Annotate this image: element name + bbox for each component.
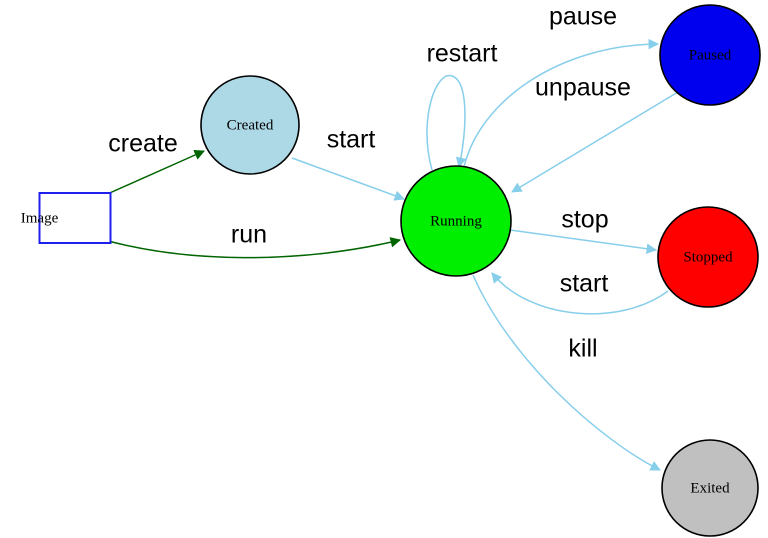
- node-image[interactable]: Image: [21, 192, 112, 244]
- node-exited-shape: [661, 439, 759, 537]
- edge-pause-path: [463, 38, 660, 168]
- edge-restart[interactable]: restart: [426, 40, 498, 171]
- edge-start-stopped-path: [491, 272, 669, 315]
- edge-unpause-path: [511, 91, 679, 193]
- edge-restart-label: restart: [427, 40, 498, 68]
- node-image-shape: [38, 192, 112, 244]
- edge-pause-label: pause: [549, 3, 617, 31]
- edge-run-path: [75, 230, 402, 259]
- edge-unpause[interactable]: unpause: [511, 74, 679, 193]
- edge-start-created[interactable]: start: [291, 126, 405, 201]
- edge-stop-label: stop: [561, 206, 608, 234]
- edge-kill[interactable]: kill: [472, 274, 661, 471]
- edge-restart-path: [426, 74, 467, 171]
- edge-create-label: create: [108, 130, 177, 158]
- node-created[interactable]: Created: [200, 75, 300, 175]
- edge-start-created-label: start: [327, 126, 376, 154]
- edge-pause[interactable]: pause: [463, 3, 660, 168]
- nodes-layer: Image Created Running Paused Stopped Exi: [21, 4, 761, 537]
- edge-unpause-label: unpause: [535, 74, 631, 102]
- edge-kill-label: kill: [568, 335, 597, 363]
- node-stopped-shape: [657, 206, 759, 308]
- edges-layer: create run start restart pause unpause: [75, 3, 679, 471]
- edge-stop[interactable]: stop: [509, 206, 658, 254]
- edge-stop-path: [509, 229, 658, 254]
- edge-start-stopped-label: start: [560, 270, 609, 298]
- node-stopped[interactable]: Stopped: [657, 206, 759, 308]
- edge-start-created-path: [291, 157, 405, 201]
- node-exited[interactable]: Exited: [661, 439, 759, 537]
- edge-run-label: run: [231, 221, 267, 249]
- edge-run[interactable]: run: [75, 221, 402, 259]
- node-running-shape: [400, 165, 512, 277]
- edge-kill-path: [472, 274, 661, 471]
- edge-start-stopped[interactable]: start: [491, 270, 669, 315]
- node-paused[interactable]: Paused: [659, 4, 761, 106]
- node-paused-shape: [659, 4, 761, 106]
- node-created-shape: [200, 75, 300, 175]
- node-running[interactable]: Running: [400, 165, 512, 277]
